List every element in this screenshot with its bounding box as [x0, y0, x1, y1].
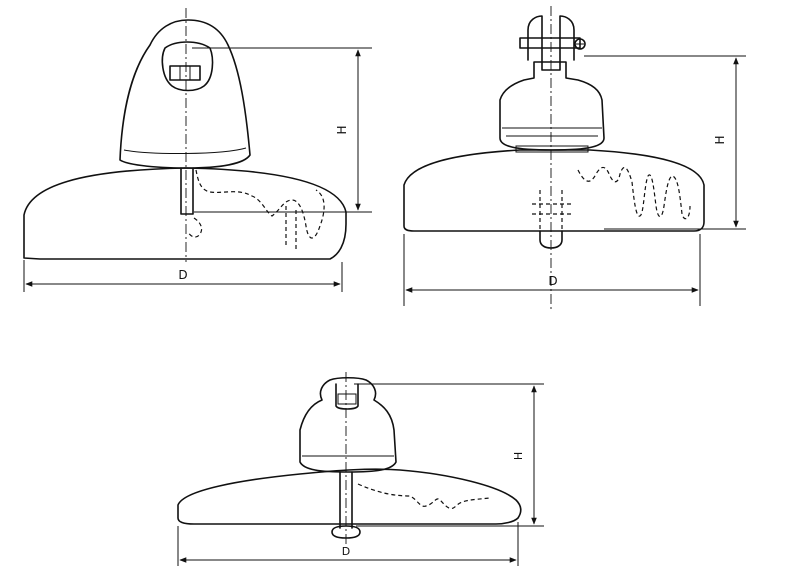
insulator-b-cap [499, 61, 605, 151]
insulator-b-shell [403, 149, 705, 232]
insulator-drawing-a: H D [23, 8, 372, 292]
insulator-b-diameter-label: D [548, 274, 557, 288]
insulator-a-height-label: H [335, 125, 349, 134]
insulator-a-shell [23, 167, 347, 260]
insulator-a-cotter-pin [169, 65, 201, 81]
insulator-b-hidden-ribs [577, 166, 691, 220]
insulator-c-pin [331, 471, 361, 539]
insulator-c-height-label: H [512, 452, 525, 460]
insulator-drawing-b: H D [403, 6, 746, 312]
insulator-b-height-label: H [713, 135, 727, 144]
insulator-a-diameter-label: D [178, 268, 187, 282]
insulator-c-cap [299, 376, 397, 473]
insulator-c-hidden-ribs [357, 483, 491, 510]
insulator-a-cap [119, 19, 251, 169]
insulator-drawing-c: H D [177, 372, 544, 566]
insulator-c-shell [177, 468, 522, 525]
insulator-b-pin-head [574, 38, 586, 50]
insulator-a-hidden-ribs [195, 169, 325, 239]
insulator-a-socket [161, 41, 214, 92]
insulator-c-cotter-pin [337, 393, 357, 405]
insulator-b-clevis-pin [519, 37, 581, 49]
insulator-c-diameter-label: D [342, 545, 350, 558]
insulator-c-socket [335, 383, 359, 410]
insulator-a-pin [180, 167, 194, 215]
